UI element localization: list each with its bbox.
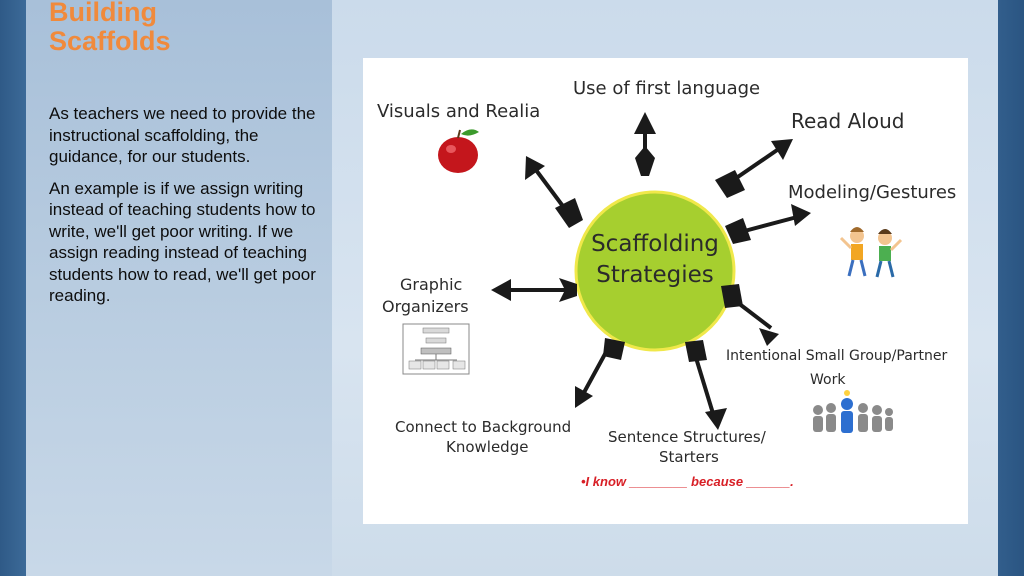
- label-modeling: Modeling/Gestures: [788, 182, 956, 203]
- label-graphic-line1: Graphic: [400, 275, 462, 294]
- arrowhead-small-group: [759, 328, 779, 346]
- label-small-group-line2: Work: [810, 372, 846, 388]
- arrowhead-first-language: [634, 112, 656, 134]
- graphic-organizer-thumbnail-icon: [402, 323, 470, 375]
- arrowhead-visuals: [525, 156, 545, 180]
- paragraph-2: An example is if we assign writing inste…: [49, 178, 316, 306]
- arrowhead-read-aloud: [771, 139, 793, 160]
- apple-icon: [438, 129, 479, 173]
- slide-body: As teachers we need to provide the instr…: [49, 103, 317, 317]
- diagram-svg: Scaffolding Strategies: [377, 78, 956, 489]
- fletch-first-language: [635, 146, 655, 176]
- arrowhead-modeling: [791, 204, 811, 226]
- fletch-graphic: [559, 278, 577, 302]
- label-graphic-line2: Organizers: [382, 297, 469, 316]
- scaffolding-diagram: Scaffolding Strategies: [363, 58, 968, 524]
- center-label-line1: Scaffolding: [591, 231, 719, 257]
- fletch-visuals: [555, 198, 583, 228]
- label-background-line1: Connect to Background: [395, 418, 571, 436]
- fletch-small-group: [721, 284, 743, 308]
- small-group-figures-icon: [813, 390, 893, 433]
- label-visuals: Visuals and Realia: [377, 101, 540, 122]
- fletch-sentence: [685, 340, 707, 362]
- label-small-group-line1: Intentional Small Group/Partner: [726, 348, 948, 364]
- slide-title: Building Scaffolds: [49, 0, 171, 56]
- sentence-starter-example: •I know ________ because ______.: [581, 474, 794, 489]
- arrow-modeling: [736, 214, 802, 235]
- arrowheads: [491, 112, 811, 430]
- fletch-modeling: [725, 218, 751, 244]
- kids-gesturing-icon: [839, 227, 903, 278]
- fletch-background: [603, 338, 625, 360]
- slide-title-line2: Scaffolds: [49, 26, 171, 56]
- label-sentence-line2: Starters: [659, 448, 719, 466]
- slide-title-line1: Building: [49, 0, 157, 27]
- label-first-language: Use of first language: [573, 78, 760, 99]
- left-panel: [26, 0, 332, 576]
- label-background-line2: Knowledge: [446, 438, 528, 456]
- arrowhead-graphic: [491, 279, 511, 301]
- center-label-line2: Strategies: [596, 262, 713, 288]
- paragraph-1: As teachers we need to provide the instr…: [49, 104, 316, 166]
- label-sentence-line1: Sentence Structures/: [608, 428, 767, 446]
- center-circle: [574, 190, 736, 352]
- label-read-aloud: Read Aloud: [791, 109, 904, 133]
- fletch-read-aloud: [715, 170, 745, 198]
- arrowhead-background: [575, 386, 593, 408]
- arrowhead-sentence: [705, 408, 727, 430]
